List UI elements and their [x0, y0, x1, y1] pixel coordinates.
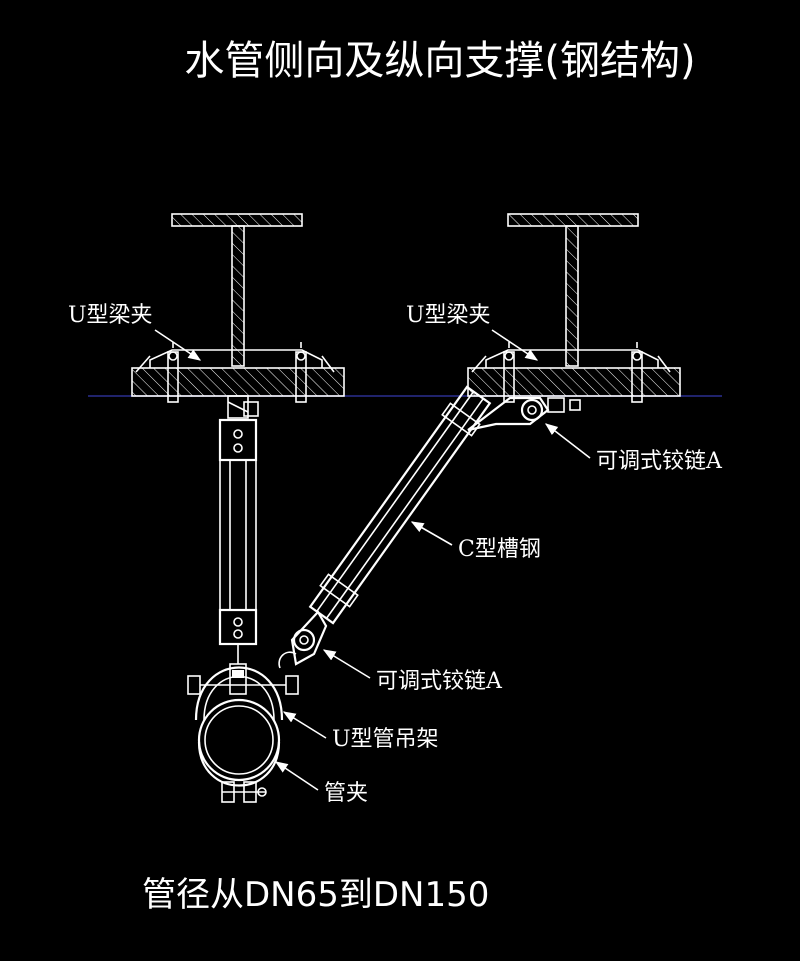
pipe-clamp: [197, 741, 281, 803]
leader-u-hanger: [282, 711, 327, 739]
leader-c-channel: [410, 521, 453, 546]
label-pipe-clamp: 管夹: [324, 781, 368, 806]
c-channel-brace: [308, 385, 492, 625]
left-steel-beam: [131, 213, 345, 397]
leader-hinge-top: [544, 423, 591, 459]
leader-hinge-bottom: [322, 649, 371, 679]
bottom-adjustable-hinge: [278, 610, 328, 669]
label-c-channel: C型槽钢: [458, 537, 541, 562]
label-hinge-bottom: 可调式铰链A: [376, 669, 503, 694]
leader-pipe-clamp: [274, 761, 319, 791]
vertical-hanger-rod: [218, 395, 259, 664]
left-beam-clamp: [135, 342, 335, 403]
leader-beam-clamp-right: [491, 329, 539, 361]
leader-beam-clamp-left: [154, 329, 202, 361]
label-beam-clamp-left: U型梁夹: [68, 303, 153, 328]
diagram-title: 水管侧向及纵向支撑(钢结构): [184, 38, 695, 84]
label-hinge-top: 可调式铰链A: [596, 449, 723, 474]
label-u-hanger: U型管吊架: [332, 727, 439, 752]
pipe-size-note: 管径从DN65到DN150: [142, 875, 489, 915]
right-beam-clamp: [471, 342, 671, 403]
label-beam-clamp-right: U型梁夹: [406, 303, 491, 328]
right-steel-beam: [467, 213, 681, 397]
u-pipe-hanger: [187, 663, 299, 721]
pipe: [197, 698, 281, 782]
top-adjustable-hinge: [467, 396, 581, 432]
